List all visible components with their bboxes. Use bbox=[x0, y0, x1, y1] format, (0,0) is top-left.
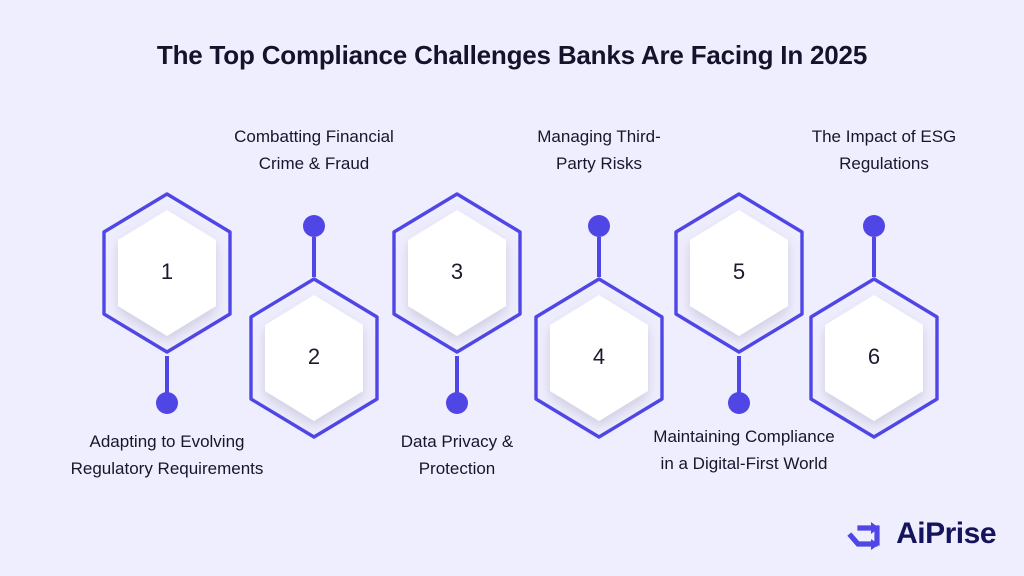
hex-shape-3 bbox=[392, 192, 522, 354]
connector-4 bbox=[524, 215, 674, 277]
aiprise-arrow-mark bbox=[847, 522, 880, 550]
connector-5 bbox=[664, 356, 814, 418]
caption-2-line2: Crime & Fraud bbox=[258, 154, 370, 174]
caption-3-line2: Protection bbox=[418, 459, 496, 479]
caption-1-line1: Adapting to Evolving bbox=[89, 432, 245, 451]
caption-6-line1: The Impact of ESG bbox=[811, 127, 957, 146]
caption-2: Combatting Financial Crime & Fraud bbox=[194, 123, 434, 177]
hex-node-2[interactable]: 2 bbox=[239, 215, 389, 443]
connector-2 bbox=[239, 215, 389, 277]
caption-5-line1: Maintaining Compliance bbox=[653, 427, 835, 446]
caption-1: Adapting to Evolving Regulatory Requirem… bbox=[27, 428, 307, 482]
connector-stem-1 bbox=[165, 356, 169, 396]
caption-6-line2: Regulations bbox=[839, 154, 929, 174]
caption-3-line1: Data Privacy & bbox=[400, 432, 514, 451]
caption-6: The Impact of ESG Regulations bbox=[764, 123, 1004, 177]
connector-stem-6 bbox=[872, 237, 876, 277]
page-title: The Top Compliance Challenges Banks Are … bbox=[156, 40, 868, 70]
caption-2-line1: Combatting Financial bbox=[234, 127, 394, 146]
connector-6 bbox=[799, 215, 949, 277]
connector-dot-4 bbox=[588, 215, 610, 237]
hex-node-4[interactable]: 4 bbox=[524, 215, 674, 443]
hex-shape-2 bbox=[249, 277, 379, 439]
connector-dot-2 bbox=[303, 215, 325, 237]
hex-shape-4 bbox=[534, 277, 664, 439]
caption-4: Managing Third- Party Risks bbox=[499, 123, 699, 177]
caption-1-line2: Regulatory Requirements bbox=[70, 459, 264, 479]
hex-node-1[interactable]: 1 bbox=[92, 188, 242, 414]
hex-shape-1 bbox=[92, 188, 242, 358]
connector-1 bbox=[92, 356, 242, 418]
caption-4-line1: Managing Third- bbox=[537, 127, 661, 146]
hex-node-3[interactable]: 3 bbox=[382, 188, 532, 414]
hex-shape-5 bbox=[674, 192, 804, 354]
connector-stem-4 bbox=[597, 237, 601, 277]
hex-shape-6 bbox=[809, 277, 939, 439]
caption-5-line2: in a Digital-First World bbox=[660, 454, 828, 474]
caption-4-line2: Party Risks bbox=[556, 154, 642, 174]
connector-dot-3 bbox=[446, 392, 468, 414]
connector-dot-6 bbox=[863, 215, 885, 237]
logo-text: AiPrise bbox=[896, 517, 996, 550]
connector-stem-5 bbox=[737, 356, 741, 396]
connector-3 bbox=[382, 356, 532, 418]
aiprise-logo[interactable]: AiPrise bbox=[847, 516, 996, 552]
connector-dot-5 bbox=[728, 392, 750, 414]
connector-dot-1 bbox=[156, 392, 178, 414]
caption-5: Maintaining Compliance in a Digital-Firs… bbox=[609, 423, 879, 477]
connector-stem-2 bbox=[312, 237, 316, 277]
caption-3: Data Privacy & Protection bbox=[357, 428, 557, 482]
hex-node-5[interactable]: 5 bbox=[664, 188, 814, 414]
hex-node-6[interactable]: 6 bbox=[799, 215, 949, 443]
connector-stem-3 bbox=[455, 356, 459, 396]
